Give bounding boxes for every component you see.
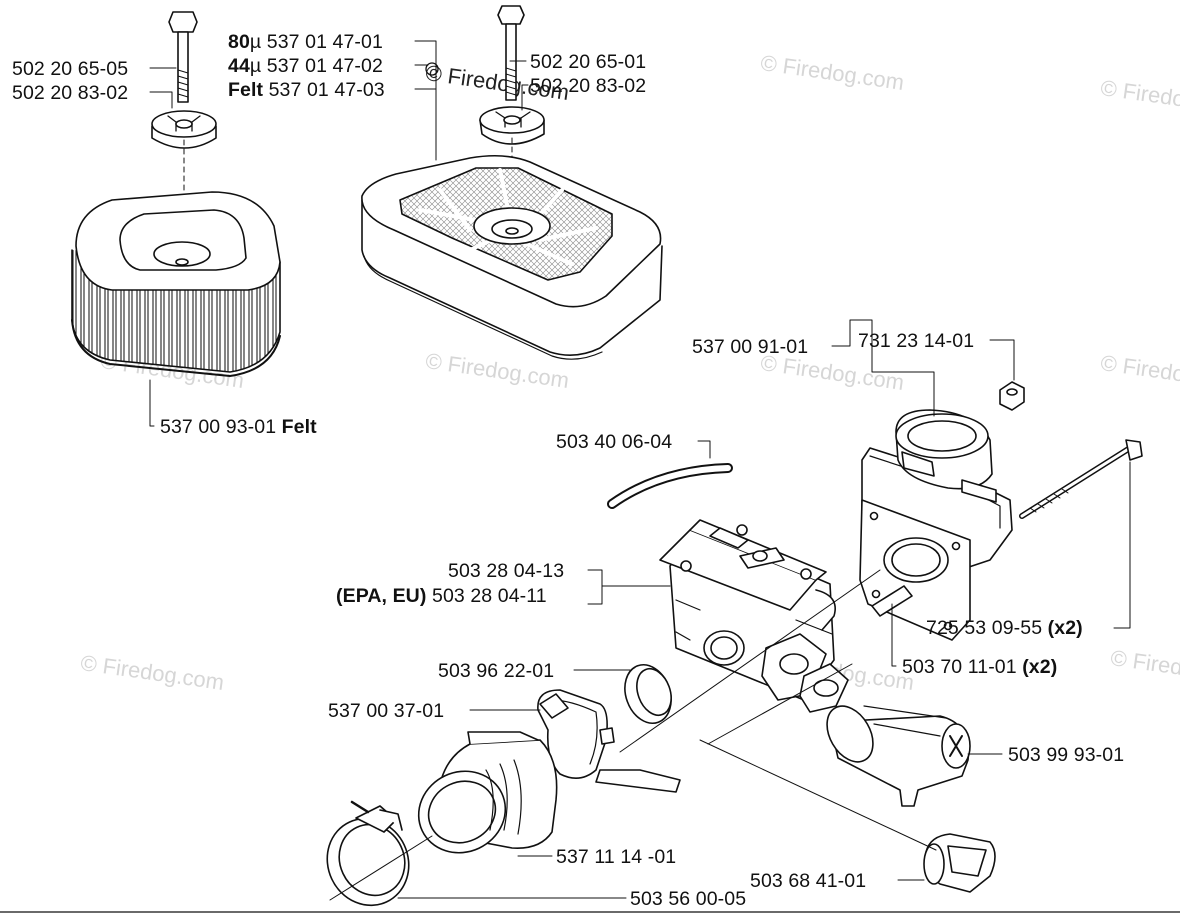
long-screw	[1019, 439, 1143, 519]
fuel-hose	[607, 463, 733, 509]
callout-felt-filter: 537 00 93-01 Felt	[160, 416, 317, 438]
rubber-ring	[624, 664, 672, 724]
callout-grommet: 503 68 41-01	[750, 870, 867, 892]
intake-manifold	[417, 731, 558, 854]
callout-washer-right: 502 20 83-02	[530, 75, 647, 97]
callout-screw: 725 53 09-55 (x2)	[926, 617, 1083, 639]
callout-hose-clamp: 503 56 00-05	[630, 888, 747, 910]
callout-rubber-ring: 503 96 22-01	[438, 660, 555, 682]
screw-part: 725 53 09-55	[926, 617, 1043, 639]
felt-filter-suffix: Felt	[281, 416, 317, 438]
felt-filter-part: 537 00 93-01	[160, 416, 277, 438]
carb-epa-part: 503 28 04-11	[432, 585, 547, 607]
copyright-icon	[425, 62, 439, 76]
bolt-left	[168, 11, 198, 103]
filter-80-part: 537 01 47-01	[266, 31, 383, 53]
intake-clamp	[537, 689, 681, 793]
callout-sleeve: 503 70 11-01 (x2)	[902, 656, 1057, 678]
callout-bolt-right: 502 20 65-01	[530, 51, 647, 73]
callout-nut: 731 23 14-01	[858, 330, 975, 352]
bolt-right	[497, 5, 525, 101]
filter-felt-part: 537 01 47-03	[268, 79, 385, 101]
callout-holder: 537 00 91-01	[692, 336, 809, 358]
callout-carburetor-epa: (EPA, EU) 503 28 04-11	[336, 585, 547, 607]
callout-filter-felt: Felt 537 01 47-03	[228, 79, 385, 101]
washer-left	[151, 110, 217, 149]
washer-right	[479, 106, 545, 145]
air-filter-main	[361, 154, 663, 360]
bellows	[826, 705, 971, 807]
hose-clamp	[326, 800, 410, 907]
grommet	[923, 833, 996, 893]
callout-intake: 537 11 14 -01	[556, 846, 677, 868]
filter-80-prefix: 80	[228, 31, 250, 53]
filter-80-unit: µ	[249, 31, 262, 53]
carburetor	[659, 519, 849, 713]
callout-washer-left: 502 20 83-02	[12, 82, 129, 104]
callout-bolt-left: 502 20 65-05	[12, 58, 129, 80]
sleeve	[871, 585, 913, 617]
screw-qty: (x2)	[1047, 617, 1083, 639]
callout-clamp: 537 00 37-01	[328, 700, 445, 722]
carb-epa-prefix: (EPA, EU)	[336, 585, 427, 607]
filter-44-prefix: 44	[228, 55, 250, 77]
callout-carburetor: 503 28 04-13	[448, 560, 565, 582]
callout-hose: 503 40 06-04	[556, 431, 673, 453]
filter-44-part: 537 01 47-02	[266, 55, 383, 77]
felt-filter-left	[71, 191, 281, 377]
filter-44-unit: µ	[249, 55, 262, 77]
filter-felt-prefix: Felt	[228, 79, 264, 101]
sleeve-part: 503 70 11-01	[902, 656, 1017, 678]
nut	[999, 381, 1025, 411]
callout-bellows: 503 99 93-01	[1008, 744, 1125, 766]
sleeve-qty: (x2)	[1022, 656, 1058, 678]
callout-filter-44: 44µ 537 01 47-02	[228, 55, 383, 77]
callout-filter-80: 80µ 537 01 47-01	[228, 31, 383, 53]
